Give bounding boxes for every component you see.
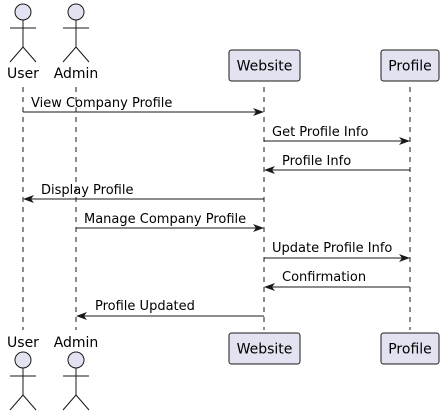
message-6: Update Profile Info bbox=[264, 241, 410, 262]
message-4: Display Profile bbox=[23, 183, 264, 203]
participant-box bbox=[380, 49, 440, 82]
message-label: Confirmation bbox=[282, 270, 366, 285]
actor-head bbox=[14, 351, 32, 369]
message-label: Profile Info bbox=[282, 154, 351, 169]
message-label: Display Profile bbox=[41, 183, 133, 198]
participant-box bbox=[228, 332, 301, 365]
participant-label-website: Website bbox=[237, 342, 293, 358]
arrowhead-icon bbox=[399, 254, 410, 262]
message-label: View Company Profile bbox=[31, 96, 172, 111]
actor-leg-right bbox=[75, 46, 90, 63]
participant-label-profile: Profile bbox=[388, 342, 432, 358]
actor-leg-right bbox=[75, 394, 90, 411]
actor-head bbox=[67, 351, 85, 369]
message-5: Manage Company Profile bbox=[76, 212, 264, 232]
actor-leg-left bbox=[62, 394, 77, 411]
actor-user-top: User bbox=[7, 3, 39, 82]
message-7: Confirmation bbox=[264, 270, 410, 291]
actor-head bbox=[14, 3, 32, 21]
arrowhead-icon bbox=[253, 108, 264, 116]
message-2: Get Profile Info bbox=[264, 125, 410, 145]
arrowhead-icon bbox=[23, 195, 34, 203]
message-label: Get Profile Info bbox=[272, 125, 369, 140]
participant-label-admin: Admin bbox=[54, 66, 99, 82]
actor-leg-left bbox=[9, 394, 24, 411]
participant-website-top: Website bbox=[228, 49, 301, 82]
participant-label-user: User bbox=[7, 335, 39, 351]
actor-leg-left bbox=[9, 46, 24, 63]
message-label: Update Profile Info bbox=[272, 241, 392, 256]
actor-user-bottom: User bbox=[7, 335, 39, 411]
participant-label-admin: Admin bbox=[54, 335, 99, 351]
actor-leg-right bbox=[22, 394, 37, 411]
message-8: Profile Updated bbox=[76, 299, 264, 320]
participant-label-website: Website bbox=[237, 59, 293, 75]
actor-admin-bottom: Admin bbox=[54, 335, 99, 411]
arrowhead-icon bbox=[264, 166, 275, 174]
message-label: Manage Company Profile bbox=[84, 212, 246, 227]
message-1: View Company Profile bbox=[23, 96, 264, 116]
participant-box bbox=[380, 332, 440, 365]
participant-box bbox=[228, 49, 301, 82]
message-label: Profile Updated bbox=[95, 299, 195, 314]
arrowhead-icon bbox=[76, 312, 87, 320]
arrowhead-icon bbox=[253, 224, 264, 232]
arrowhead-icon bbox=[264, 283, 275, 291]
actor-admin-top: Admin bbox=[54, 3, 99, 82]
message-3: Profile Info bbox=[264, 154, 410, 174]
participant-profile-top: Profile bbox=[380, 49, 440, 82]
arrowhead-icon bbox=[399, 137, 410, 145]
participant-label-profile: Profile bbox=[388, 59, 432, 75]
actor-leg-right bbox=[22, 46, 37, 63]
participant-label-user: User bbox=[7, 66, 39, 82]
actor-head bbox=[67, 3, 85, 21]
participant-profile-bottom: Profile bbox=[380, 332, 440, 365]
actor-leg-left bbox=[62, 46, 77, 63]
participant-website-bottom: Website bbox=[228, 332, 301, 365]
